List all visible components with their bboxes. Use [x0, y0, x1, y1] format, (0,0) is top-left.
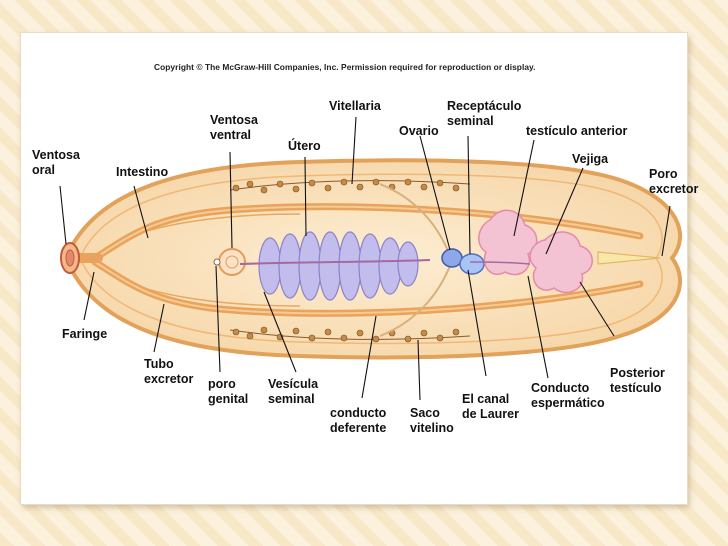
- genital-pore: [214, 259, 220, 265]
- label-ovario: Ovario: [399, 124, 439, 139]
- label-conducto-espermatico-line2: espermático: [531, 396, 605, 411]
- label-saco-vitelino: Saco vitelino: [410, 406, 454, 436]
- label-ventosa-oral: Ventosa oral: [32, 148, 80, 178]
- label-poro-excretor-line1: Poro: [649, 167, 698, 182]
- label-ventosa-ventral: Ventosa ventral: [210, 113, 258, 143]
- label-poro-genital-line2: genital: [208, 392, 248, 407]
- label-posterior-testiculo-line2: testículo: [610, 381, 665, 396]
- label-ventosa-ventral-line1: Ventosa: [210, 113, 258, 128]
- label-canal-laurer-line1: El canal: [462, 392, 519, 407]
- label-conducto-espermatico-line1: Conducto: [531, 381, 605, 396]
- label-ventosa-oral-line2: oral: [32, 163, 80, 178]
- label-testiculo-anterior: testículo anterior: [526, 124, 627, 139]
- label-vesicula-seminal-line1: Vesícula: [268, 377, 318, 392]
- label-vejiga: Vejiga: [572, 152, 608, 167]
- label-tubo-excretor-line2: excretor: [144, 372, 193, 387]
- ventral-sucker: [219, 249, 245, 275]
- label-canal-laurer: El canal de Laurer: [462, 392, 519, 422]
- label-conducto-espermatico: Conducto espermático: [531, 381, 605, 411]
- label-posterior-testiculo-line1: Posterior: [610, 366, 665, 381]
- label-poro-excretor: Poro excretor: [649, 167, 698, 197]
- label-utero: Útero: [288, 139, 321, 154]
- label-poro-genital: poro genital: [208, 377, 248, 407]
- label-canal-laurer-line2: de Laurer: [462, 407, 519, 422]
- label-conducto-deferente-line1: conducto: [330, 406, 386, 421]
- label-tubo-excretor-line1: Tubo: [144, 357, 193, 372]
- label-poro-genital-line1: poro: [208, 377, 248, 392]
- label-intestino: Intestino: [116, 165, 168, 180]
- ovary: [442, 249, 462, 267]
- label-faringe: Faringe: [62, 327, 107, 342]
- label-receptaculo-seminal-line1: Receptáculo: [447, 99, 521, 114]
- label-receptaculo-seminal: Receptáculo seminal: [447, 99, 521, 129]
- label-saco-vitelino-line2: vitelino: [410, 421, 454, 436]
- label-ventosa-ventral-line2: ventral: [210, 128, 258, 143]
- label-vitellaria: Vitellaria: [329, 99, 381, 114]
- label-poro-excretor-line2: excretor: [649, 182, 698, 197]
- label-ventosa-oral-line1: Ventosa: [32, 148, 80, 163]
- label-posterior-testiculo: Posterior testículo: [610, 366, 665, 396]
- label-conducto-deferente: conducto deferente: [330, 406, 386, 436]
- label-receptaculo-seminal-line2: seminal: [447, 114, 521, 129]
- label-tubo-excretor: Tubo excretor: [144, 357, 193, 387]
- label-conducto-deferente-line2: deferente: [330, 421, 386, 436]
- label-saco-vitelino-line1: Saco: [410, 406, 454, 421]
- seminal-receptacle: [460, 254, 484, 274]
- label-vesicula-seminal: Vesícula seminal: [268, 377, 318, 407]
- label-vesicula-seminal-line2: seminal: [268, 392, 318, 407]
